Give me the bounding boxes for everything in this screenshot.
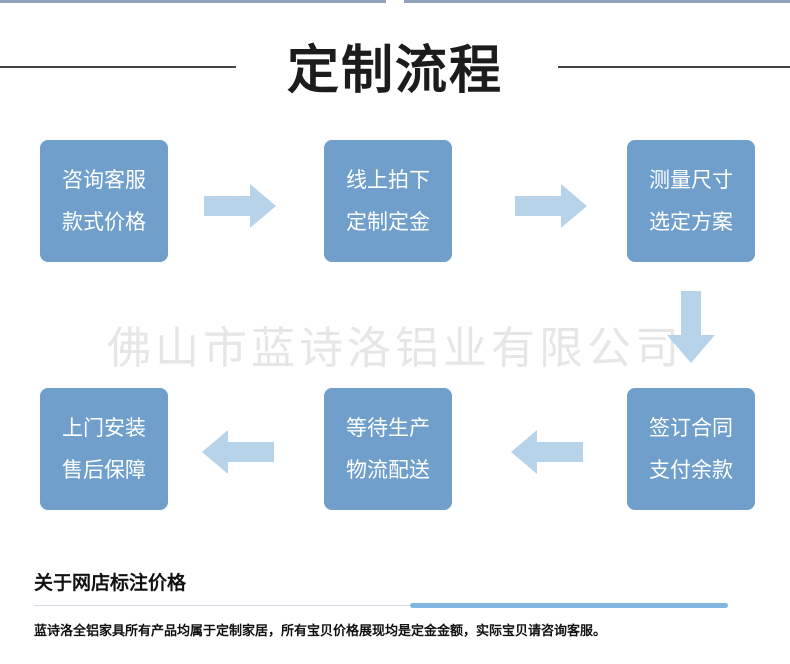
- step-line: 等待生产: [346, 416, 430, 440]
- step-contract: 签订合同 支付余款: [627, 388, 755, 510]
- step-order-deposit: 线上拍下 定制定金: [324, 140, 452, 262]
- step-line: 签订合同: [649, 416, 733, 440]
- arrow-right-icon: [204, 184, 276, 228]
- step-line: 咨询客服: [62, 168, 146, 192]
- step-line: 选定方案: [649, 210, 733, 234]
- arrow-right-icon: [515, 184, 587, 228]
- arrow-left-icon: [511, 430, 583, 474]
- title-line-left: [0, 66, 236, 68]
- step-line: 支付余款: [649, 458, 733, 482]
- note-accent-line: [410, 603, 728, 608]
- step-installation: 上门安装 售后保障: [40, 388, 168, 510]
- step-measure: 测量尺寸 选定方案: [627, 140, 755, 262]
- step-line: 定制定金: [346, 210, 430, 234]
- note-divider: [34, 605, 414, 606]
- step-line: 售后保障: [62, 458, 146, 482]
- step-line: 物流配送: [346, 458, 430, 482]
- step-line: 测量尺寸: [649, 168, 733, 192]
- step-line: 款式价格: [62, 210, 146, 234]
- price-note-text: 蓝诗洛全铝家具所有产品均属于定制家居，所有宝贝价格展现均是定金金额，实际宝贝请咨…: [34, 624, 607, 639]
- top-decor-right: [404, 0, 790, 3]
- arrow-left-icon: [202, 430, 274, 474]
- arrow-down-icon: [667, 291, 715, 363]
- page-title: 定制流程: [286, 41, 503, 101]
- price-note-title: 关于网店标注价格: [34, 572, 187, 594]
- step-line: 上门安装: [62, 416, 146, 440]
- step-line: 线上拍下: [346, 168, 430, 192]
- step-consult: 咨询客服 款式价格: [40, 140, 168, 262]
- title-line-right: [558, 66, 790, 68]
- top-decor-left: [0, 0, 386, 3]
- step-production: 等待生产 物流配送: [324, 388, 452, 510]
- company-watermark: 佛山市蓝诗洛铝业有限公司: [107, 323, 683, 374]
